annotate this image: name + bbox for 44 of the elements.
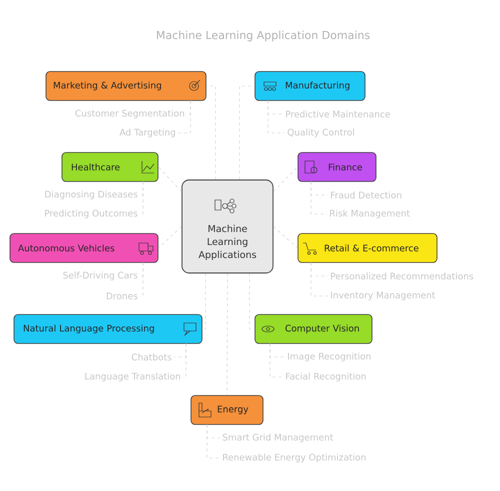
domain-box: Autonomous Vehicles xyxy=(10,233,158,263)
item-text: Facial Recognition xyxy=(286,372,366,382)
item-text: Risk Management xyxy=(330,210,410,218)
connector-line xyxy=(270,343,284,378)
connector-line xyxy=(226,273,228,396)
item-text: Fraud Detection xyxy=(331,192,402,198)
domain-box: Retail & E-commerce xyxy=(298,233,438,263)
item-text: Chatbots xyxy=(132,354,172,360)
domain-box: Natural Language Processing xyxy=(14,314,202,344)
title: Machine Learning Application Domains xyxy=(157,30,370,42)
item-text: Inventory Management xyxy=(331,292,436,300)
item-text: Quality Control xyxy=(288,128,354,138)
item-text: Ad Targeting xyxy=(120,128,175,138)
connector-line xyxy=(239,86,255,180)
connector-line xyxy=(158,226,182,248)
item-text: Renewable Energy Optimization xyxy=(223,454,366,462)
item-text: Diagnosing Diseases xyxy=(45,190,138,200)
item-text: Personalized Recommendations xyxy=(331,272,474,280)
connector-line xyxy=(206,424,220,458)
item-text: Drones xyxy=(106,292,138,300)
connector-line xyxy=(249,273,255,330)
item-text: Self-Driving Cars xyxy=(63,272,138,280)
item-text: Language Translation xyxy=(85,372,180,382)
connector-line xyxy=(310,181,328,214)
domain-box: Computer Vision xyxy=(254,314,372,344)
connector-line xyxy=(310,262,328,296)
item-text: Predictive Maintenance xyxy=(286,110,390,118)
connector-line xyxy=(158,166,182,192)
connector-line xyxy=(273,226,298,248)
central-box: Machine Learning Applications xyxy=(182,180,274,274)
domain-box: Finance xyxy=(298,152,376,182)
connector-line xyxy=(268,100,286,134)
item-text: Customer Segmentation xyxy=(75,110,184,118)
item-text: Predicting Outcomes xyxy=(45,210,138,218)
item-text: Image Recognition xyxy=(288,352,370,362)
domain-box: Marketing & Advertising xyxy=(46,71,206,101)
connector-line xyxy=(178,100,191,134)
item-text: Smart Grid Management xyxy=(222,434,334,442)
connector-line xyxy=(202,273,206,330)
domain-box: Healthcare xyxy=(62,152,158,182)
connector-line xyxy=(206,86,216,180)
domain-box: Manufacturing xyxy=(254,71,366,101)
domain-box: Energy xyxy=(190,395,264,425)
connector-line xyxy=(273,166,298,192)
